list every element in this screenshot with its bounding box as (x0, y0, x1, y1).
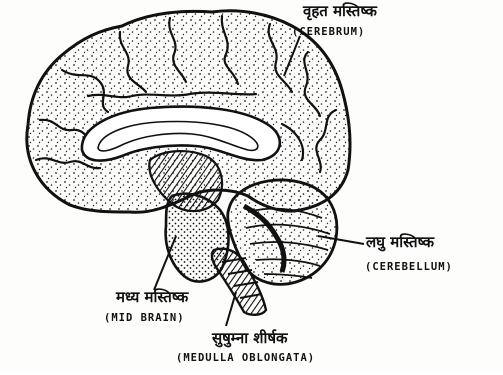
medulla-english-label: (MEDULLA OBLONGATA) (176, 353, 315, 364)
cerebrum-hindi-label: वृहत मस्तिष्क (303, 4, 377, 19)
cerebellum-hindi-label: लघु मस्तिष्क (366, 235, 434, 250)
medulla-hindi-label: सुषुम्ना शीर्षक (212, 331, 288, 346)
cerebellum-english-label: (CEREBELLUM) (365, 262, 453, 273)
cerebrum-english-label: (CEREBRUM) (292, 27, 365, 38)
midbrain-english-label: (MID BRAIN) (104, 313, 185, 324)
midbrain-hindi-label: मध्य मस्तिष्क (116, 290, 188, 305)
